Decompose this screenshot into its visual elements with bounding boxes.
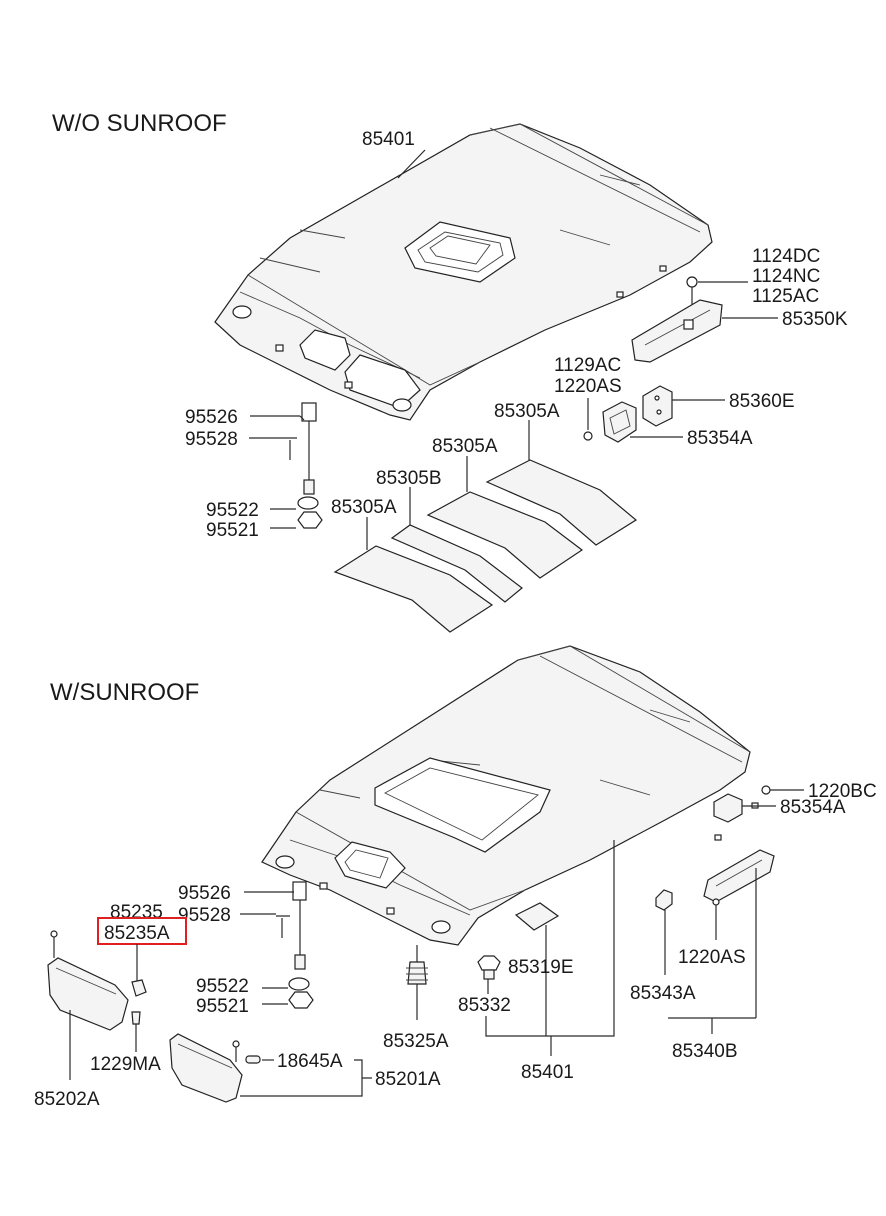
label-85305a-1: 85305A <box>494 401 560 422</box>
screw-icon-top <box>583 431 593 441</box>
label-1125ac: 1125AC <box>752 286 819 307</box>
label-85360e: 85360E <box>729 391 795 412</box>
label-85354a-bottom: 85354A <box>780 797 846 818</box>
pad-85319e <box>514 902 560 931</box>
label-85332: 85332 <box>458 995 511 1016</box>
holder-85354a-bottom <box>713 793 743 823</box>
clip-85325a <box>406 945 428 985</box>
label-1124dc: 1124DC <box>752 246 820 267</box>
label-85201a: 85201A <box>375 1069 441 1090</box>
label-95521-bottom: 95521 <box>196 996 249 1017</box>
label-85354a-top: 85354A <box>687 428 753 449</box>
label-85305a-3: 85305A <box>331 497 397 518</box>
label-85350k: 85350K <box>782 309 848 330</box>
label-85401-bottom: 85401 <box>521 1062 574 1083</box>
label-1129ac: 1129AC <box>554 355 621 376</box>
room-lamp-top <box>283 402 323 529</box>
clip-85332 <box>477 955 501 980</box>
bracket-85350k <box>631 299 723 363</box>
label-85401-top: 85401 <box>362 129 415 150</box>
label-95526-bottom: 95526 <box>178 883 231 904</box>
label-95528-bottom: 95528 <box>178 905 231 926</box>
label-85202a: 85202A <box>34 1089 100 1110</box>
label-1229ma: 1229MA <box>90 1054 161 1075</box>
label-85325a: 85325A <box>383 1031 449 1052</box>
room-lamp-bottom <box>276 881 314 1009</box>
bulb-18645a-icon <box>245 1055 261 1064</box>
sun-visor-right <box>169 1033 243 1103</box>
label-95521-top: 95521 <box>206 520 259 541</box>
assist-handle-85340b <box>703 849 775 903</box>
pad-85305a-midright <box>426 491 584 579</box>
label-1220bc: 1220BC <box>808 781 877 802</box>
label-85305b: 85305B <box>376 468 442 489</box>
pad-85305a-right <box>485 459 638 546</box>
highlight-box-85235a[interactable] <box>97 917 187 945</box>
label-95526-top: 95526 <box>185 407 238 428</box>
label-85305a-2: 85305A <box>432 436 498 457</box>
label-85343a: 85343A <box>630 983 696 1004</box>
label-95522-top: 95522 <box>206 500 259 521</box>
label-85319e: 85319E <box>508 957 574 978</box>
visor-holder-icon <box>131 979 147 997</box>
pad-85305a-left <box>333 545 494 633</box>
label-95528-top: 95528 <box>185 429 238 450</box>
label-18645a: 18645A <box>277 1051 343 1072</box>
sun-visor-left <box>47 930 129 1031</box>
cap-85343a <box>655 889 673 911</box>
label-95522-bottom: 95522 <box>196 976 249 997</box>
label-1124nc: 1124NC <box>752 266 820 287</box>
section-title-w-sunroof: W/SUNROOF <box>50 679 199 706</box>
section-title-wo-sunroof: W/O SUNROOF <box>52 110 227 137</box>
headlining-panel-top <box>214 123 713 421</box>
label-85340b: 85340B <box>672 1041 738 1062</box>
label-1220as-bottom: 1220AS <box>678 947 746 968</box>
headlining-panel-bottom <box>261 645 759 946</box>
bolt-icon-1220bc <box>761 785 771 795</box>
holder-85360e <box>642 385 673 427</box>
holder-85354a-top <box>602 401 637 443</box>
label-85235a: 85235A <box>104 923 170 944</box>
label-1220as-top: 1220AS <box>554 376 622 397</box>
screw-1229ma-icon <box>131 1011 141 1025</box>
